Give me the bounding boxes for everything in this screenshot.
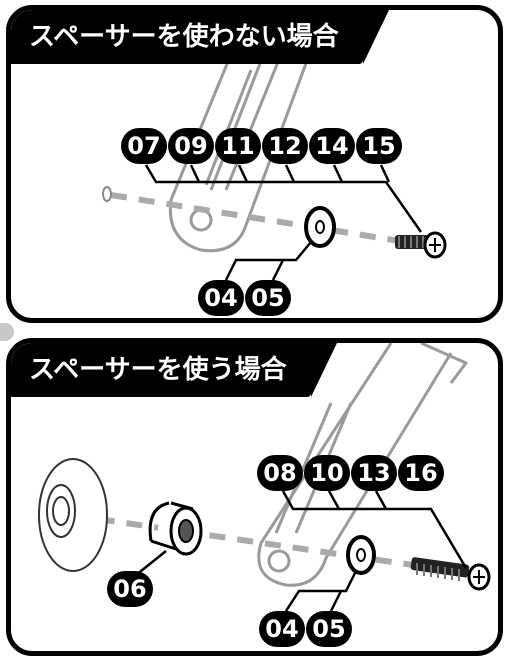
spacer-leader-line: [135, 550, 167, 576]
spacer: [148, 501, 203, 556]
part-number-badge: 13: [351, 455, 397, 491]
washer: [346, 535, 376, 575]
part-number-badge: 12: [262, 128, 308, 164]
panel-with-spacer: スペーサーを使う場合 08 10 13 16 06 04 05: [6, 338, 503, 656]
part-number-badge: 05: [306, 611, 352, 647]
hole-marker: [102, 186, 112, 202]
decorative-dot: [0, 323, 14, 341]
part-number-badge: 16: [398, 455, 444, 491]
assembly-illustration-with-spacer: [38, 343, 491, 612]
part-number-badge: 10: [304, 455, 350, 491]
part-number-badge: 04: [198, 280, 244, 316]
screw-leader-lines: [144, 164, 423, 233]
washer-leader-lines: [224, 241, 312, 281]
part-number-badge: 09: [168, 128, 214, 164]
part-number-badge: 06: [107, 571, 153, 607]
washer-leader-lines: [284, 570, 358, 612]
part-number-badge: 15: [356, 128, 402, 164]
screw-leader-lines: [281, 490, 468, 569]
wall-plate: [38, 458, 108, 572]
part-number-badge: 05: [245, 280, 291, 316]
washer: [304, 206, 336, 248]
screw: [410, 557, 491, 591]
part-number-badge: 14: [309, 128, 355, 164]
assembly-axis: [110, 192, 407, 245]
panel-title: スペーサーを使う場合: [11, 343, 337, 397]
part-number-badge: 11: [215, 128, 261, 164]
panel-title: スペーサーを使わない場合: [11, 10, 389, 64]
part-number-badge: 04: [259, 611, 305, 647]
panel-without-spacer: スペーサーを使わない場合 07 09 11 12 14 15 04 05: [6, 5, 503, 323]
part-number-badge: 08: [257, 455, 303, 491]
screw: [395, 231, 447, 259]
part-number-badge: 07: [121, 128, 167, 164]
